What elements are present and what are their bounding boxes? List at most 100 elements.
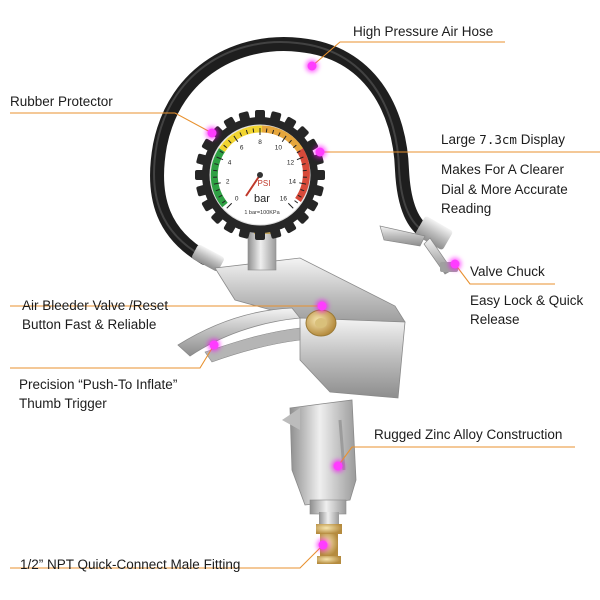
hotspot-trigger — [209, 340, 219, 350]
gauge-tick — [226, 202, 233, 209]
gauge-bar-tick-label: 6 — [240, 145, 244, 152]
bezel-tooth — [283, 220, 297, 234]
gauge-tick — [214, 163, 219, 166]
gauge-tick — [287, 202, 294, 209]
air-hose — [150, 37, 432, 265]
bezel-tooth — [312, 184, 324, 197]
hose-ferrule — [192, 244, 224, 272]
callout-display-line2: Makes For A Clearer — [441, 162, 565, 177]
gauge-tick — [292, 144, 297, 149]
gauge-bar-tick-label: 14 — [289, 178, 297, 185]
bezel-tooth — [305, 138, 319, 152]
bezel-tooth — [296, 211, 309, 224]
gauge-tick — [245, 129, 248, 134]
gauge-tick — [221, 200, 226, 204]
gauge-tick — [252, 128, 255, 133]
gauge-bar-tick-label: 0 — [235, 195, 239, 202]
bezel-tooth — [211, 211, 224, 224]
callout-display-prefix: Large — [441, 132, 476, 147]
gauge-tick — [272, 129, 275, 134]
callout-chuck-line2: Easy Lock & Quick — [470, 293, 584, 308]
hotspot-chuck — [450, 259, 460, 269]
gauge-tick — [288, 139, 292, 144]
bezel-tooth — [223, 116, 237, 130]
gauge-tick — [215, 189, 220, 192]
bezel-tooth — [312, 153, 324, 166]
callout-zinc: Rugged Zinc Alloy Construction — [374, 427, 563, 442]
quick-connect-fitting — [316, 512, 342, 564]
gauge-bar-tick-label: 16 — [280, 195, 288, 202]
pressure-gauge — [195, 110, 325, 240]
bezel-tooth — [223, 220, 237, 234]
bezel-tooth — [255, 230, 265, 240]
leader-chuck — [454, 263, 555, 285]
callout-bleeder-line2: Button Fast & Reliable — [22, 317, 157, 332]
valve-chuck — [379, 216, 458, 275]
gauge-tick — [213, 182, 221, 185]
gauge-bar-label: bar — [254, 193, 270, 205]
callout-trigger-line1: Precision “Push-To Inflate” — [19, 377, 178, 392]
gauge-bar-tick-label: 8 — [258, 139, 262, 146]
bezel-tooth — [269, 111, 282, 123]
leader-rubber — [10, 112, 213, 134]
hotspot-hose — [307, 61, 317, 71]
bezel-tooth — [201, 138, 215, 152]
bezel-tooth — [283, 116, 297, 130]
bezel-tooth — [315, 170, 325, 180]
gauge-tick — [219, 150, 224, 154]
gauge-psi-label: PSI — [258, 179, 271, 188]
bezel-tooth — [296, 126, 309, 139]
gauge-bar-tick-label: 4 — [228, 159, 232, 166]
bezel-tooth — [255, 110, 265, 120]
callout-display-line3: Dial & More Accurate — [441, 182, 568, 197]
callout-bleeder-line1: Air Bleeder Valve /Reset — [22, 298, 169, 313]
callout-chuck-line3: Release — [470, 312, 520, 327]
gauge-tick — [223, 144, 228, 149]
gauge-tick — [296, 156, 304, 161]
bezel-tooth — [238, 227, 251, 239]
gauge-bar-tick-label: 12 — [287, 159, 295, 166]
callout-fitting: 1/2” NPT Quick-Connect Male Fitting — [20, 557, 241, 572]
gauge-conversion-label: 1 bar=100KPa — [244, 210, 280, 216]
gauge-tick — [239, 132, 243, 137]
callout-display-line4: Reading — [441, 201, 492, 216]
bezel-tooth — [196, 184, 208, 197]
gauge-bar-tick-label: 10 — [275, 145, 283, 152]
gauge-tick — [296, 150, 301, 154]
gauge-tick — [218, 194, 223, 198]
gauge-tick — [265, 128, 268, 133]
gauge-tick — [233, 135, 239, 143]
bezel-tooth — [196, 153, 208, 166]
bezel-tooth — [201, 198, 215, 212]
leader-trigger — [10, 344, 215, 369]
gauge-tick — [300, 189, 305, 192]
callout-display: Large 7.3cm Display — [441, 130, 565, 149]
bezel-tooth — [269, 227, 282, 239]
hotspot-display — [315, 147, 325, 157]
leader-fitting — [10, 544, 324, 569]
gauge-tick — [294, 200, 299, 204]
hotspot-fitting — [318, 540, 328, 550]
leader-zinc — [337, 446, 575, 467]
bezel-tooth — [305, 198, 319, 212]
hotspot-rubber — [207, 128, 217, 138]
gauge-tick — [228, 139, 232, 144]
callout-trigger-line2: Thumb Trigger — [19, 396, 107, 411]
hotspot-bleeder — [317, 301, 327, 311]
callout-leader-lines — [10, 41, 600, 569]
bezel-tooth — [195, 170, 205, 180]
air-bleeder-button — [305, 309, 337, 337]
gauge-bar-tick-label: 2 — [226, 178, 230, 185]
leader-hose — [311, 41, 505, 67]
callout-rubber: Rubber Protector — [10, 94, 113, 109]
bezel-tooth — [238, 111, 251, 123]
gauge-tick — [216, 156, 224, 161]
gauge-tick — [297, 194, 302, 198]
gauge-tick — [301, 163, 306, 166]
callout-hose: High Pressure Air Hose — [353, 24, 494, 39]
gauge-tick — [281, 135, 287, 143]
gauge-tick — [299, 182, 307, 185]
callout-display-suffix: Display — [520, 132, 565, 147]
